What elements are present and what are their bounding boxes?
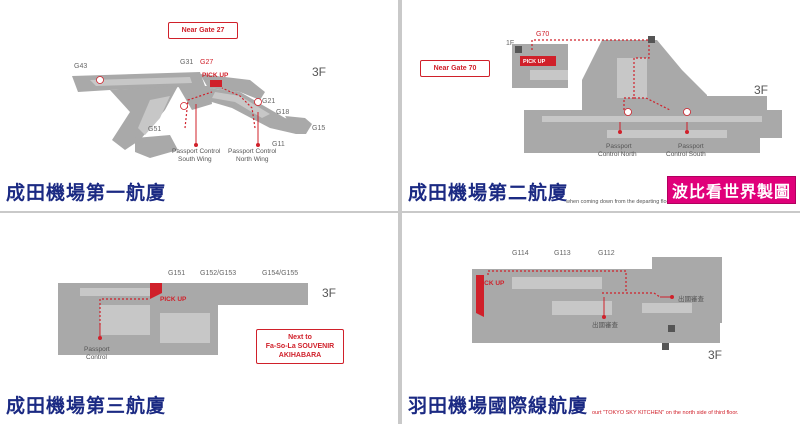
passport-control-label: Control North [598, 151, 637, 158]
passport-control-label: North Wing [236, 156, 269, 163]
gate-label: G51 [148, 126, 161, 133]
passport-control-label: Passport Control [228, 148, 277, 155]
haneda-intl-map: G114 G113 G112 PICK UP 3F 出國審查 出國審查 [472, 250, 722, 362]
pickup-marker [150, 283, 162, 299]
gate-label: G154/G155 [262, 270, 298, 277]
gate-label: G113 [554, 250, 571, 257]
gate-label: G11 [272, 141, 285, 148]
shop-callout: Next to Fa-So-La SOUVENIR AKIHABARA [256, 329, 344, 364]
narita-t1-map: G43 G31 G27 G21 G18 G15 G51 G11 PICK UP … [72, 59, 326, 163]
gate-label: G152/G153 [200, 270, 236, 277]
callout-line: Fa-So-La SOUVENIR [265, 343, 335, 350]
passport-control-label: Passport Control [172, 148, 221, 155]
passport-control-label: Control South [666, 151, 706, 158]
immigration-label: 出國審查 [678, 294, 705, 303]
panel-narita-t2: PICK UP 1F G70 3F Passport Control North… [402, 0, 800, 211]
gate-label-highlight: G27 [200, 59, 213, 66]
pickup-label: PICK UP [202, 72, 229, 79]
panel-title: 成田機場第三航廈 [6, 396, 167, 417]
passport-control-label: Control [86, 354, 108, 361]
callout-line: AKIHABARA [278, 352, 322, 359]
gate-label: G151 [168, 270, 185, 277]
gate-label: G114 [512, 250, 529, 257]
floor-label: 3F [312, 65, 326, 79]
pickup-label: PICK UP [478, 280, 505, 287]
gate-label: G18 [276, 109, 289, 116]
gate-label: G31 [180, 59, 193, 66]
panel-title: 羽田機場國際線航廈 [408, 396, 589, 417]
panel-title: 成田機場第一航廈 [6, 183, 167, 204]
pickup-marker [476, 275, 484, 317]
narita-t2-map: PICK UP 1F G70 3F Passport Control North… [506, 31, 782, 158]
narita-t3-map: G151 G152/G153 G154/G155 PICK UP 3F Pass… [58, 270, 336, 361]
callout-line: Next to [288, 334, 312, 341]
gate-label: G112 [598, 250, 615, 257]
passport-control-label: South Wing [178, 156, 212, 163]
panel-title: 成田機場第二航廈 [408, 183, 569, 204]
floor-label: 3F [322, 286, 336, 300]
pickup-label: PICK UP [160, 296, 187, 303]
panel-narita-t1: G43 G31 G27 G21 G18 G15 G51 G11 PICK UP … [0, 0, 398, 211]
pickup-marker [210, 80, 222, 87]
panel-haneda-intl: G114 G113 G112 PICK UP 3F 出國審查 出國審查 羽田機場… [402, 213, 800, 424]
panel-note: when coming down from the departing floo… [566, 199, 752, 205]
watermark-stamp: 波比看世界製圖 [666, 176, 796, 204]
gate-label-highlight: G70 [536, 31, 549, 38]
panel-note: ourt "TOKYO SKY KITCHEN" on the north si… [592, 410, 739, 416]
passport-control-label: Passport [606, 143, 632, 150]
gate-callout: Near Gate 27 [168, 22, 238, 39]
gate-label: G21 [262, 98, 275, 105]
panel-narita-t3: G151 G152/G153 G154/G155 PICK UP 3F Pass… [0, 213, 398, 424]
immigration-label: 出國審查 [592, 320, 619, 329]
floor-label: 3F [754, 83, 768, 97]
passport-control-label: Passport [84, 346, 110, 353]
gate-label: G15 [312, 125, 325, 132]
passport-control-label: Passport [678, 143, 704, 150]
floor-1f-label: 1F [506, 40, 514, 47]
pickup-marker [520, 56, 556, 66]
gate-callout: Near Gate 70 [420, 60, 490, 77]
floor-label: 3F [708, 348, 722, 362]
gate-label: G43 [74, 63, 87, 70]
pickup-label: PICK UP [523, 59, 546, 65]
